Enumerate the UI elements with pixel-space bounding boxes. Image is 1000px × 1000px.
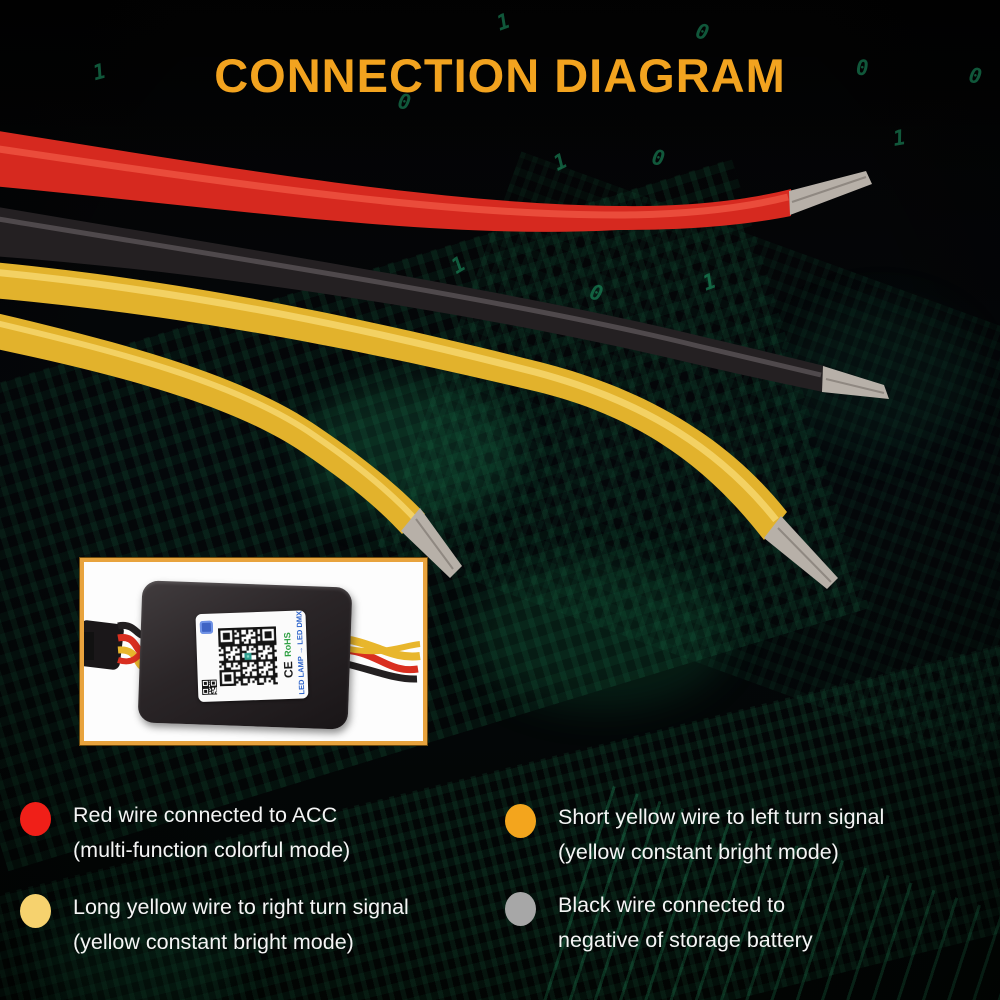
- led-controller-module: CE RoHS LED LAMP → LED DMX: [137, 580, 353, 730]
- legend-item-red-wire: Red wire connected to ACC (multi-functio…: [20, 798, 350, 868]
- legend-item-short-yellow-wire: Short yellow wire to left turn signal (y…: [505, 800, 884, 870]
- legend-long-yellow-line1: Long yellow wire to right turn signal: [73, 895, 409, 919]
- red-wire: [0, 131, 872, 232]
- yellow-wire-long: [0, 262, 838, 589]
- module-qr-label: CE RoHS LED LAMP → LED DMX: [195, 610, 309, 703]
- red-wire-bare-tip: [789, 171, 872, 215]
- binary-digit: 0: [856, 56, 869, 80]
- black-wire: [0, 207, 889, 399]
- legend-black-line1: Black wire connected to: [558, 893, 786, 917]
- page-title: CONNECTION DIAGRAM: [214, 49, 786, 102]
- legend-black-line2: negative of storage battery: [558, 928, 813, 952]
- legend-short-yellow-line2: (yellow constant bright mode): [558, 840, 839, 864]
- controller-module-inset: CE RoHS LED LAMP → LED DMX: [80, 558, 427, 745]
- legend-item-black-wire: Black wire connected to negative of stor…: [505, 888, 813, 958]
- yellow-wire-short: [0, 313, 462, 578]
- qr-code: [217, 626, 278, 687]
- mini-qr-code: [201, 679, 218, 696]
- legend-item-long-yellow-wire: Long yellow wire to right turn signal (y…: [20, 890, 409, 960]
- red-wire-dot: [20, 802, 51, 836]
- ce-mark: CE: [281, 660, 296, 679]
- black-wire-bare-tip: [822, 366, 889, 399]
- legend-red-line1: Red wire connected to ACC: [73, 803, 338, 827]
- lamp-dmx-text: LED LAMP → LED DMX: [294, 610, 307, 695]
- black-wire-dot: [505, 892, 536, 926]
- legend-short-yellow-line1: Short yellow wire to left turn signal: [558, 805, 885, 829]
- legend-red-line2: (multi-function colorful mode): [73, 838, 351, 862]
- rohs-mark: RoHS: [282, 632, 293, 657]
- legend-long-yellow-line2: (yellow constant bright mode): [73, 930, 354, 954]
- bluetooth-app-icon: [199, 620, 214, 635]
- long-yellow-wire-dot: [20, 894, 51, 928]
- short-yellow-wire-dot: [505, 804, 536, 838]
